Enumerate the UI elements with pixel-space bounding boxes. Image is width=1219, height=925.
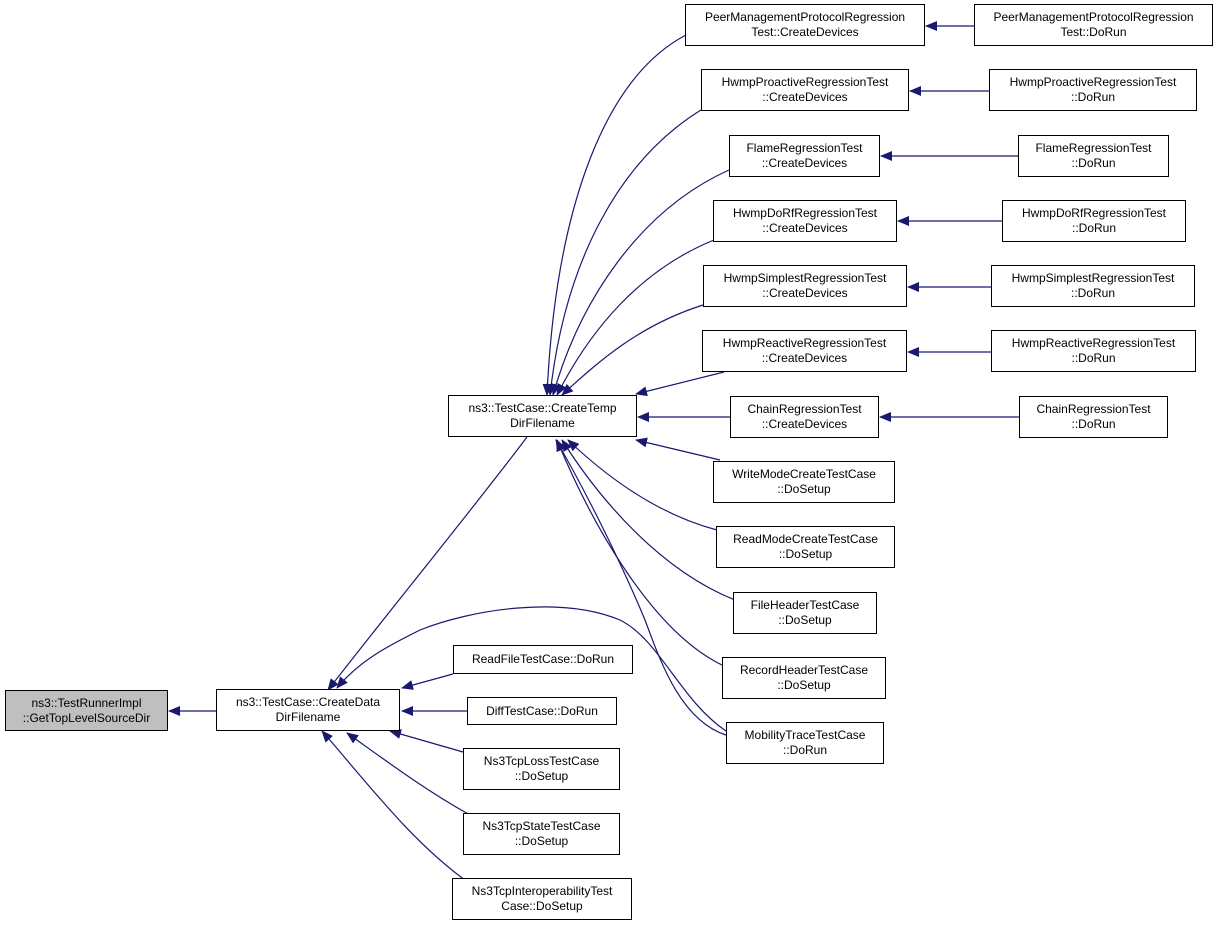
node-tcpInterop[interactable]: Ns3TcpInteroperabilityTest Case::DoSetup: [452, 878, 632, 920]
node-flameCD-line1: FlameRegressionTest: [746, 141, 863, 155]
node-hwmpDoRfCD-line1: HwmpDoRfRegressionTest: [732, 206, 878, 220]
edge-readFile-to-createData: [401, 673, 454, 690]
node-hwmpProCD-line1: HwmpProactiveRegressionTest: [721, 75, 889, 89]
edge-flameCD-to-createTemp: [551, 169, 730, 396]
edge-tcpState-to-createData: [346, 732, 471, 816]
edge-hwmpSimCD-to-createTemp: [561, 304, 704, 396]
node-writeMode[interactable]: WriteModeCreateTestCase ::DoSetup: [713, 461, 895, 503]
node-hwmpDoRfRun[interactable]: HwmpDoRfRegressionTest ::DoRun: [1002, 200, 1186, 242]
node-tcpState-line1: Ns3TcpStateTestCase: [482, 819, 601, 833]
node-diff[interactable]: DiffTestCase::DoRun: [467, 697, 617, 725]
node-hwmpDoRfCD-line2: ::CreateDevices: [762, 221, 848, 235]
node-hwmpReaCD-line2: ::CreateDevices: [761, 351, 848, 365]
edge-hwmpProCD-to-createTemp: [546, 109, 702, 396]
node-hwmpProCD[interactable]: HwmpProactiveRegressionTest ::CreateDevi…: [701, 69, 909, 111]
node-flameRun[interactable]: FlameRegressionTest ::DoRun: [1018, 135, 1169, 177]
edge-createTemp-to-createData: [327, 436, 528, 691]
edge-tcpInterop-to-createData: [321, 730, 466, 881]
node-readFile-line1: ReadFileTestCase::DoRun: [471, 652, 615, 666]
edge-hwmpReaCD-to-createTemp: [635, 371, 725, 397]
node-peerCD-line1: PeerManagementProtocolRegression: [704, 10, 906, 24]
node-hwmpProCD-line2: ::CreateDevices: [762, 90, 848, 104]
node-tcpInterop-line2: Case::DoSetup: [501, 899, 583, 913]
node-tcpLoss-line2: ::DoSetup: [514, 769, 569, 783]
node-peerCD[interactable]: PeerManagementProtocolRegression Test::C…: [685, 4, 925, 46]
node-chainRun-line2: ::DoRun: [1071, 417, 1116, 431]
node-hwmpSimCD-line2: ::CreateDevices: [762, 286, 848, 300]
node-chainCD-line1: ChainRegressionTest: [747, 402, 862, 416]
edge-hwmpDoRfCD-to-createTemp: [556, 239, 715, 396]
edge-tcpLoss-to-createData: [389, 729, 464, 753]
node-recordHeader-line2: ::DoSetup: [777, 678, 831, 692]
node-flameCD-line2: ::CreateDevices: [761, 156, 848, 170]
node-createTemp-line1: ns3::TestCase::CreateTemp: [468, 401, 617, 415]
edge-mobility-to-createData: [336, 606, 727, 732]
node-readMode-line2: ::DoSetup: [778, 547, 833, 561]
node-createTemp[interactable]: ns3::TestCase::CreateTemp DirFilename: [448, 395, 637, 437]
node-tcpState-line2: ::DoSetup: [514, 834, 569, 848]
node-createData[interactable]: ns3::TestCase::CreateData DirFilename: [216, 689, 400, 731]
node-readFile[interactable]: ReadFileTestCase::DoRun: [453, 645, 633, 674]
node-hwmpReaCD[interactable]: HwmpReactiveRegressionTest ::CreateDevic…: [702, 330, 907, 372]
node-peerRun-line2: Test::DoRun: [1060, 25, 1127, 39]
edge-writeMode-to-createTemp: [635, 437, 721, 461]
node-hwmpReaRun-line2: ::DoRun: [1071, 351, 1116, 365]
node-flameRun-line2: ::DoRun: [1071, 156, 1116, 170]
node-hwmpSimRun[interactable]: HwmpSimplestRegressionTest ::DoRun: [991, 265, 1195, 307]
node-createData-line2: DirFilename: [275, 710, 341, 724]
edge-readMode-to-createTemp: [567, 439, 718, 531]
node-diff-line1: DiffTestCase::DoRun: [486, 703, 598, 718]
node-peerRun-line1: PeerManagementProtocolRegression: [993, 10, 1194, 24]
edge-peerCD-to-createTemp: [542, 34, 687, 396]
node-chainCD-line2: ::CreateDevices: [761, 417, 848, 431]
node-writeMode-line2: ::DoSetup: [777, 482, 831, 496]
edge-fileHeader-to-createTemp: [561, 439, 736, 601]
node-hwmpDoRfRun-line1: HwmpDoRfRegressionTest: [1021, 206, 1167, 220]
node-tcpInterop-line1: Ns3TcpInteroperabilityTest: [471, 884, 613, 898]
node-hwmpSimCD-line1: HwmpSimplestRegressionTest: [723, 271, 887, 285]
edge-mobility-to-createTemp: [555, 439, 727, 736]
node-flameCD[interactable]: FlameRegressionTest ::CreateDevices: [729, 135, 880, 177]
node-mobility-line1: MobilityTraceTestCase: [744, 728, 866, 742]
node-hwmpProRun-line1: HwmpProactiveRegressionTest: [1009, 75, 1177, 89]
node-root: ns3::TestRunnerImpl ::GetTopLevelSourceD…: [5, 690, 168, 731]
node-tcpState[interactable]: Ns3TcpStateTestCase ::DoSetup: [463, 813, 620, 855]
node-readMode[interactable]: ReadModeCreateTestCase ::DoSetup: [716, 526, 895, 568]
node-root-line2: ::GetTopLevelSourceDir: [22, 710, 151, 725]
node-hwmpSimRun-line2: ::DoRun: [1070, 286, 1116, 300]
node-hwmpProRun-line2: ::DoRun: [1070, 90, 1116, 104]
node-readMode-line1: ReadModeCreateTestCase: [733, 532, 878, 546]
node-mobility-line2: ::DoRun: [782, 743, 828, 757]
node-fileHeader[interactable]: FileHeaderTestCase ::DoSetup: [733, 592, 877, 634]
node-hwmpReaRun-line1: HwmpReactiveRegressionTest: [1011, 336, 1176, 350]
node-recordHeader-line1: RecordHeaderTestCase: [739, 663, 869, 677]
node-hwmpDoRfCD[interactable]: HwmpDoRfRegressionTest ::CreateDevices: [713, 200, 897, 242]
node-hwmpReaRun[interactable]: HwmpReactiveRegressionTest ::DoRun: [991, 330, 1196, 372]
node-hwmpDoRfRun-line2: ::DoRun: [1071, 221, 1117, 235]
node-hwmpProRun[interactable]: HwmpProactiveRegressionTest ::DoRun: [989, 69, 1197, 111]
node-chainRun[interactable]: ChainRegressionTest ::DoRun: [1019, 396, 1168, 438]
node-fileHeader-line2: ::DoSetup: [778, 613, 832, 627]
node-createTemp-line2: DirFilename: [510, 416, 575, 430]
node-createData-line1: ns3::TestCase::CreateData: [235, 695, 381, 709]
node-hwmpSimRun-line1: HwmpSimplestRegressionTest: [1011, 271, 1175, 285]
node-hwmpReaCD-line1: HwmpReactiveRegressionTest: [722, 336, 887, 350]
node-writeMode-line1: WriteModeCreateTestCase: [732, 467, 876, 481]
node-mobility[interactable]: MobilityTraceTestCase ::DoRun: [726, 722, 884, 764]
node-flameRun-line1: FlameRegressionTest: [1035, 141, 1152, 155]
node-tcpLoss-line1: Ns3TcpLossTestCase: [483, 754, 600, 768]
node-hwmpSimCD[interactable]: HwmpSimplestRegressionTest ::CreateDevic…: [703, 265, 907, 307]
node-root-line1: ns3::TestRunnerImpl: [31, 695, 142, 710]
node-peerCD-line2: Test::CreateDevices: [751, 25, 859, 39]
edge-recordHeader-to-createTemp: [556, 439, 723, 666]
node-fileHeader-line1: FileHeaderTestCase: [750, 598, 860, 612]
node-peerRun[interactable]: PeerManagementProtocolRegression Test::D…: [974, 4, 1213, 46]
node-recordHeader[interactable]: RecordHeaderTestCase ::DoSetup: [722, 657, 886, 699]
node-tcpLoss[interactable]: Ns3TcpLossTestCase ::DoSetup: [463, 748, 620, 790]
node-chainCD[interactable]: ChainRegressionTest ::CreateDevices: [730, 396, 879, 438]
node-chainRun-line1: ChainRegressionTest: [1036, 402, 1151, 416]
